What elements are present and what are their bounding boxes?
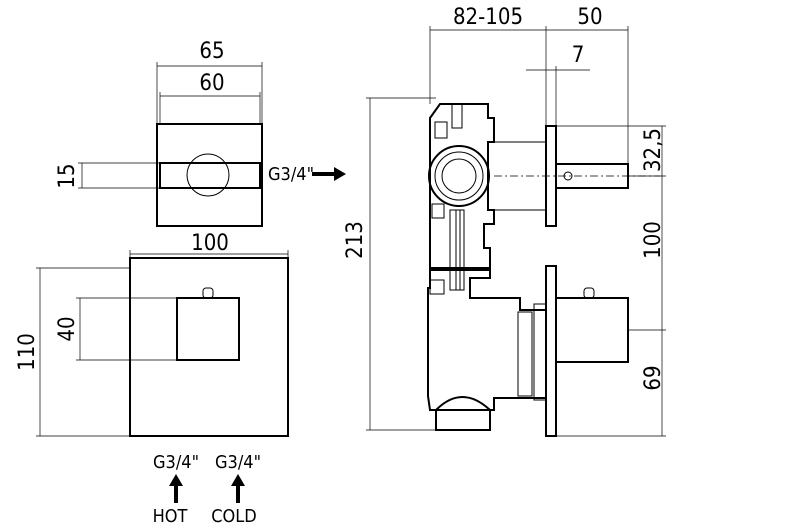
top-view: 65 60 15 (55, 39, 263, 227)
hot-label: HOT (153, 506, 188, 527)
dim-lower-label: 69 (641, 365, 666, 390)
cold-arrow-icon (231, 474, 245, 486)
front-view-knob-indicator (202, 287, 214, 299)
dim-total-height-label: 213 (343, 221, 368, 259)
top-view-handle (159, 162, 261, 189)
dim-inner-label: 60 (199, 71, 224, 96)
inlet-labels: G3/4" HOT G3/4" COLD (153, 452, 261, 527)
dim-plate-height-label: 110 (15, 333, 40, 371)
valve-upper-body (429, 103, 495, 269)
cold-thread-label: G3/4" (215, 452, 261, 473)
hot-arrow-icon (169, 474, 183, 486)
dim-depth-label: 82-105 (453, 5, 523, 30)
hot-thread-label: G3/4" (153, 452, 199, 473)
outlet-port (428, 145, 490, 207)
lower-knob-side (555, 297, 629, 363)
dim-upper-label: 32,5 (641, 128, 666, 172)
dim-handle-label: 15 (55, 163, 80, 188)
dim-spacing-label: 100 (641, 221, 666, 259)
front-view: 100 110 40 (15, 231, 289, 437)
dim-outer-label: 65 (199, 39, 224, 64)
cold-label: COLD (211, 506, 257, 527)
top-view-handle-hub (186, 153, 230, 197)
side-outlet: G3/4" (268, 164, 346, 185)
front-view-knob (176, 297, 240, 361)
dim-knob-label: 40 (55, 316, 80, 341)
side-outlet-thread-label: G3/4" (268, 164, 314, 185)
dim-plate-width-label: 100 (191, 231, 229, 256)
lower-cover-plate (545, 265, 557, 437)
dim-plate-label: 7 (572, 43, 585, 68)
side-view: 82-105 50 7 213 32,5 100 69 (343, 5, 666, 437)
dim-protrusion-label: 50 (577, 5, 602, 30)
front-view-plate (129, 257, 289, 437)
valve-bottom-inlet (435, 396, 491, 431)
valve-lower-body (427, 269, 547, 411)
top-view-plate (156, 123, 263, 227)
side-outlet-arrow-icon (334, 167, 346, 181)
